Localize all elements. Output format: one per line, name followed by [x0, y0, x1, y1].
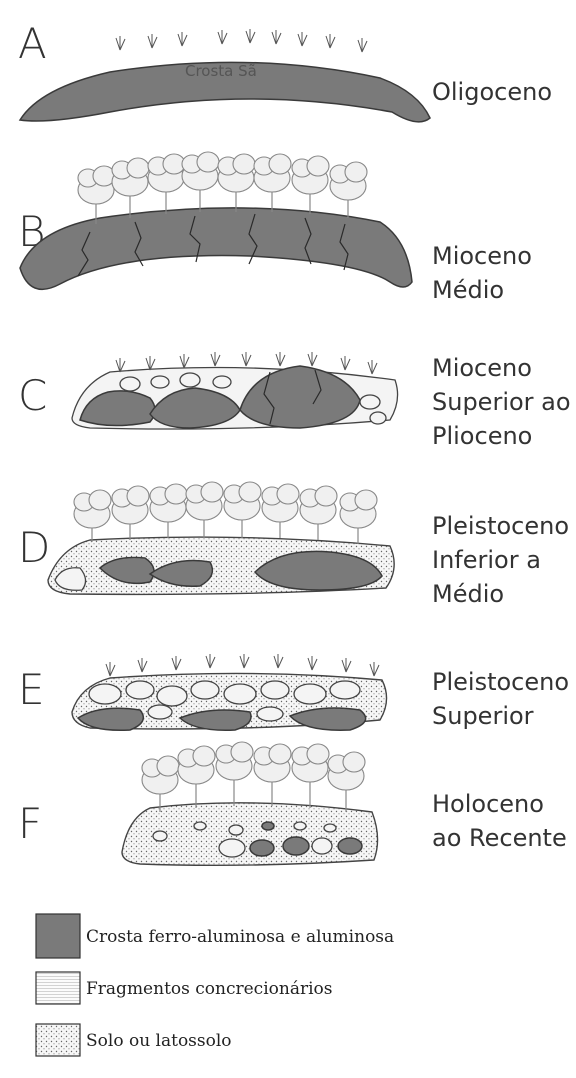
- stage-e-grass: [106, 654, 379, 676]
- legend-label-crust: Crosta ferro-aluminosa e aluminosa: [86, 927, 394, 947]
- period-c-line-2: Superior ao: [432, 388, 571, 416]
- period-b-line-1: Mioceno: [432, 242, 532, 270]
- stage-a-crust-illustration: Crosta Sã: [20, 29, 430, 122]
- period-c-line-3: Plioceno: [432, 422, 532, 450]
- crust-label: Crosta Sã: [185, 62, 257, 80]
- period-b-line-2: Médio: [432, 276, 504, 304]
- period-f-line-2: ao Recente: [432, 824, 567, 852]
- stage-b-crust-illustration: [20, 152, 412, 289]
- stage-f-trees: [142, 742, 365, 812]
- legend-label-fragments: Fragmentos concrecionários: [86, 979, 332, 999]
- period-e-line-2: Superior: [432, 702, 534, 730]
- stage-letter-d: D: [18, 523, 50, 572]
- legend-swatch-crust: [36, 914, 80, 958]
- stage-e-crust-illustration: [72, 654, 387, 730]
- stage-d-trees: [74, 482, 377, 544]
- stage-a-grass: [116, 29, 367, 52]
- stage-letter-e: E: [18, 665, 45, 714]
- legend-swatch-soil: [36, 1024, 80, 1056]
- period-d-line-3: Médio: [432, 580, 504, 608]
- legend-swatch-fragments: [36, 972, 80, 1004]
- period-c-line-1: Mioceno: [432, 354, 532, 382]
- period-d-line-1: Pleistoceno: [432, 512, 569, 540]
- stage-letter-f: F: [18, 799, 42, 848]
- stage-c-crust-illustration: [72, 352, 398, 429]
- legend: Crosta ferro-aluminosa e aluminosa Fragm…: [36, 914, 394, 1056]
- stage-f-crust-illustration: [122, 742, 378, 865]
- legend-label-soil: Solo ou latossolo: [86, 1031, 232, 1051]
- stage-letter-c: C: [18, 371, 47, 420]
- stage-d-crust-illustration: [48, 482, 394, 594]
- period-e-line-1: Pleistoceno: [432, 668, 569, 696]
- stage-letter-a: A: [18, 19, 47, 68]
- period-f-line-1: Holoceno: [432, 790, 544, 818]
- period-d-line-2: Inferior a: [432, 546, 541, 574]
- period-a-line-1: Oligoceno: [432, 78, 552, 106]
